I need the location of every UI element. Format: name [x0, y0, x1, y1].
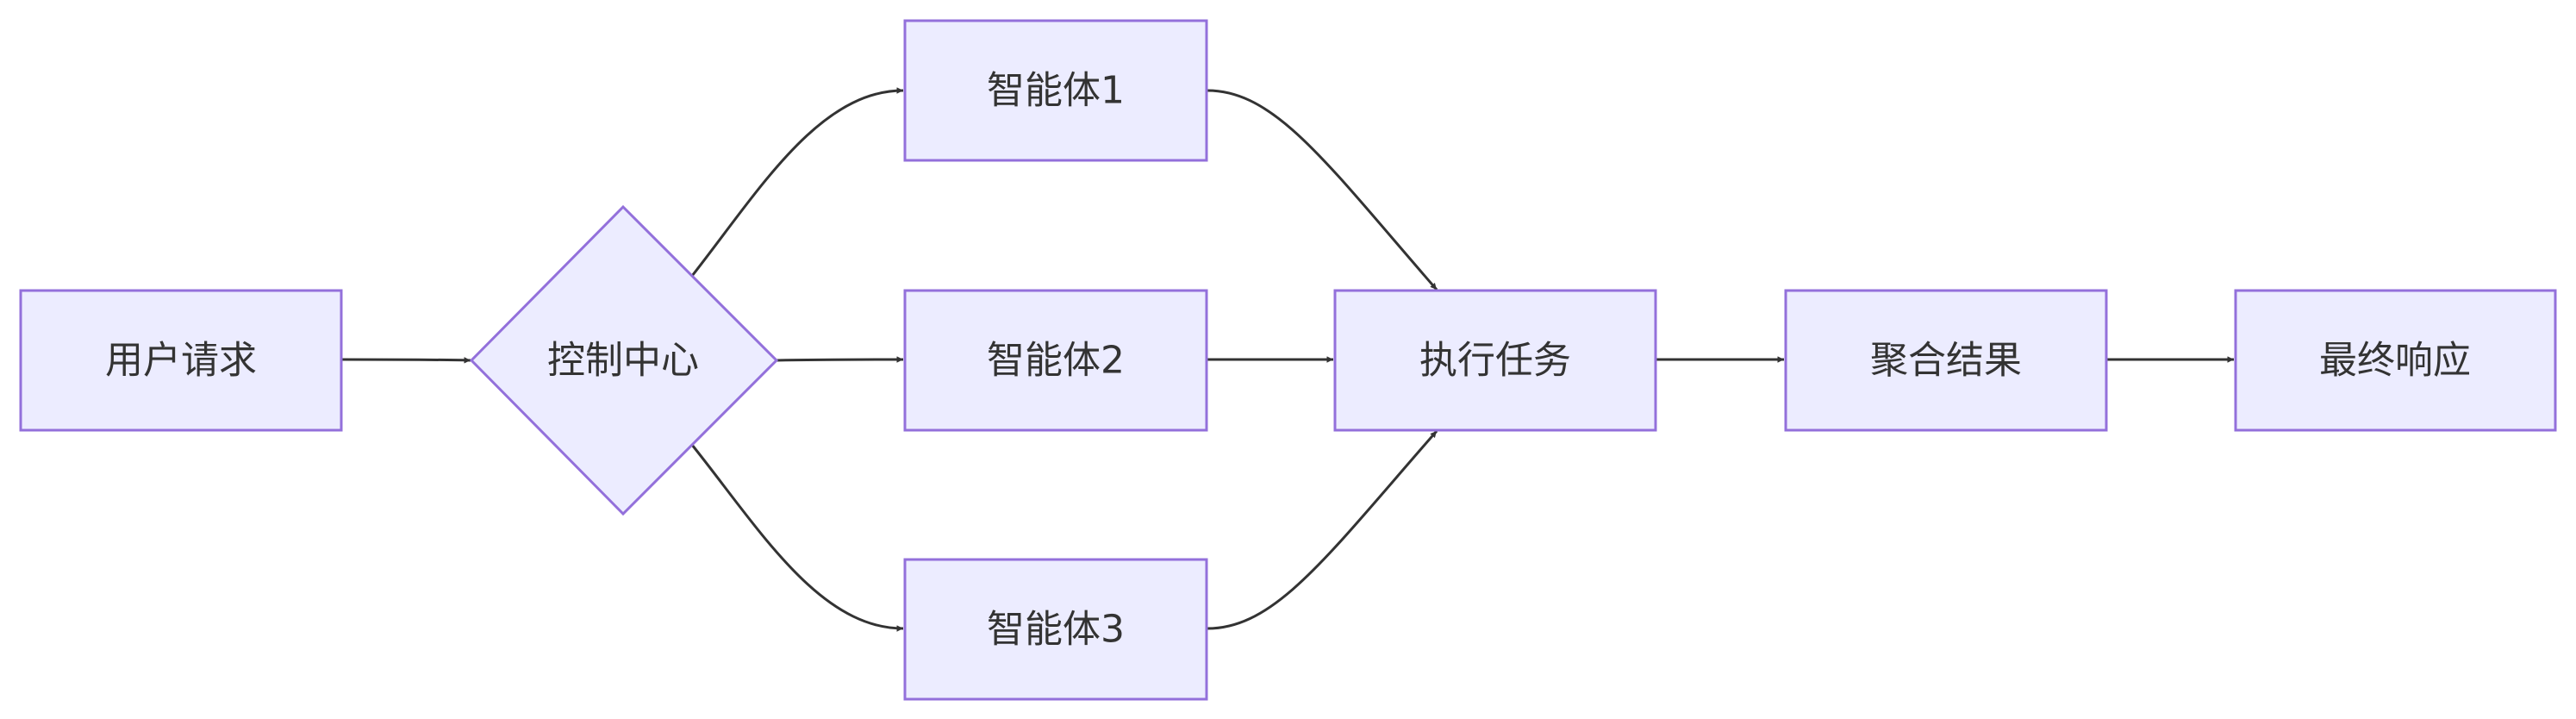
- node-final-response-label: 最终响应: [2319, 339, 2471, 383]
- node-agent1-label: 智能体1: [987, 69, 1125, 113]
- node-user-request-label: 用户请求: [105, 339, 257, 383]
- edge-agent1-to-execute-task: [1207, 89, 1438, 291]
- node-control-center[interactable]: 控制中心: [469, 204, 779, 516]
- node-agent2-label: 智能体2: [987, 339, 1125, 383]
- node-agent3-label: 智能体3: [987, 608, 1125, 652]
- node-agent1[interactable]: 智能体1: [903, 19, 1208, 162]
- node-user-request[interactable]: 用户请求: [19, 289, 343, 432]
- node-control-center-label: 控制中心: [547, 339, 699, 383]
- edge-control-center-to-agent3: [690, 444, 904, 632]
- node-execute-task-label: 执行任务: [1419, 339, 1571, 383]
- edge-control-center-to-agent1: [690, 87, 904, 277]
- edge-agent3-to-execute-task: [1207, 430, 1438, 630]
- node-agent2[interactable]: 智能体2: [903, 289, 1208, 432]
- node-execute-task[interactable]: 执行任务: [1333, 289, 1657, 432]
- nodes: 用户请求 控制中心 智能体1 智能体2 智能体3: [19, 19, 2557, 701]
- node-aggregate-results[interactable]: 聚合结果: [1784, 289, 2108, 432]
- edges: [340, 87, 2234, 632]
- node-aggregate-results-label: 聚合结果: [1870, 339, 2022, 383]
- node-agent3[interactable]: 智能体3: [903, 558, 1208, 701]
- node-final-response[interactable]: 最终响应: [2234, 289, 2557, 432]
